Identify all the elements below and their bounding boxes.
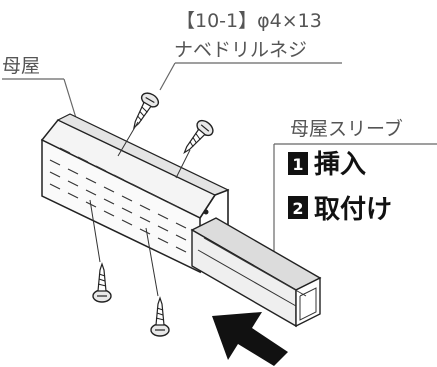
screw-leader-line bbox=[159, 62, 176, 91]
step-2: 2 取付け bbox=[288, 195, 392, 225]
step-1-text: 挿入 bbox=[314, 150, 366, 180]
screw-icon bbox=[92, 262, 112, 303]
step-1-number: 1 bbox=[292, 155, 303, 174]
screw-guide-line bbox=[145, 227, 159, 297]
screw-icon bbox=[150, 296, 170, 337]
purlin-channel bbox=[40, 113, 230, 274]
screw-guide-line bbox=[175, 149, 191, 179]
purlin-label: 母屋 bbox=[2, 55, 40, 77]
purlin-leader-line bbox=[63, 78, 77, 119]
screw-guide-line bbox=[117, 121, 139, 157]
screw-guide-line bbox=[89, 199, 101, 263]
step-2-number: 2 bbox=[292, 199, 303, 218]
arrow-icon bbox=[212, 312, 288, 366]
screw-spec-label: 【10-1】φ4×13 bbox=[176, 10, 322, 32]
step-2-text: 取付け bbox=[314, 195, 392, 225]
step-2-badge bbox=[288, 196, 308, 219]
purlin-sleeve bbox=[190, 217, 322, 328]
screw-icon bbox=[133, 92, 160, 130]
screw-name-label: ナベドリルネジ bbox=[174, 39, 307, 61]
perforation-pattern bbox=[49, 147, 187, 253]
step-1-badge bbox=[288, 152, 308, 175]
screw-icon bbox=[183, 119, 214, 154]
step-1: 1 挿入 bbox=[288, 150, 366, 180]
sleeve-label: 母屋スリーブ bbox=[290, 117, 403, 140]
